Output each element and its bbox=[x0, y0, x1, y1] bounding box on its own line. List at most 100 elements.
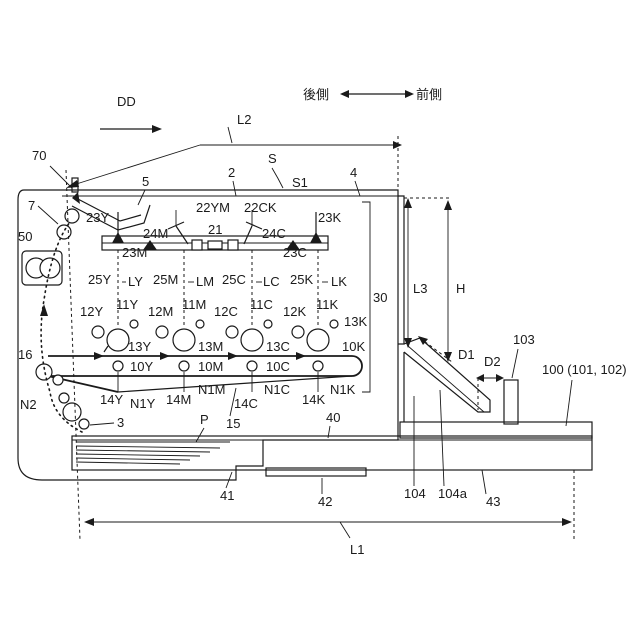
pickup-roller-3 bbox=[79, 419, 89, 429]
label-11y: 11Y bbox=[116, 297, 138, 312]
leader-5 bbox=[138, 190, 145, 205]
paper-cassette-40 bbox=[72, 422, 592, 476]
label-50: 50 bbox=[18, 229, 32, 244]
label-21: 21 bbox=[208, 222, 222, 237]
registration-roller-upper bbox=[36, 364, 52, 380]
l3-dimension bbox=[404, 198, 412, 348]
label-5: 5 bbox=[142, 174, 149, 189]
label-n2: N2 bbox=[20, 397, 37, 412]
exit-roller-upper bbox=[65, 209, 79, 223]
label-30: 30 bbox=[373, 290, 387, 305]
label-40: 40 bbox=[326, 410, 340, 425]
label-24c: 24C bbox=[262, 226, 286, 241]
drum-station-m bbox=[156, 320, 204, 371]
label-lm: LM bbox=[196, 274, 214, 289]
label-10k: 10K bbox=[342, 339, 365, 354]
label-n1y: N1Y bbox=[130, 396, 156, 411]
label-3: 3 bbox=[117, 415, 124, 430]
leader-7 bbox=[38, 206, 58, 224]
rear-front-double-arrow bbox=[340, 90, 414, 98]
label-s: S bbox=[268, 151, 277, 166]
leader-3 bbox=[90, 423, 114, 425]
leader-2 bbox=[233, 181, 236, 196]
label-ly: LY bbox=[128, 274, 143, 289]
label-n1m: N1M bbox=[198, 382, 225, 397]
feed-roller-upper bbox=[59, 393, 69, 403]
label-13y: 13Y bbox=[128, 339, 151, 354]
label-25m: 25M bbox=[153, 272, 178, 287]
leader-s bbox=[272, 168, 283, 188]
dd-direction-arrow bbox=[100, 125, 162, 133]
leader-70 bbox=[50, 166, 72, 188]
label-l1: L1 bbox=[350, 542, 364, 557]
label-42: 42 bbox=[318, 494, 332, 509]
label-4: 4 bbox=[350, 165, 357, 180]
label-11k: 11K bbox=[316, 297, 338, 312]
label-16: 16 bbox=[18, 347, 32, 362]
label-41: 41 bbox=[220, 488, 234, 503]
fuser-roller-b bbox=[40, 258, 60, 278]
label-10m: 10M bbox=[198, 359, 223, 374]
label-25k: 25K bbox=[290, 272, 313, 287]
label-25c: 25C bbox=[222, 272, 246, 287]
label-d2: D2 bbox=[484, 354, 501, 369]
label-12m: 12M bbox=[148, 304, 173, 319]
label-13m: 13M bbox=[198, 339, 223, 354]
label-d1: D1 bbox=[458, 347, 475, 362]
l1-dimension bbox=[84, 518, 572, 538]
label-13c: 13C bbox=[266, 339, 290, 354]
paper-path-arrow-top bbox=[72, 192, 80, 204]
label-22ck: 22CK bbox=[244, 200, 277, 215]
label-2: 2 bbox=[228, 165, 235, 180]
label-10c: 10C bbox=[266, 359, 290, 374]
leader-103 bbox=[512, 349, 518, 378]
label-h: H bbox=[456, 281, 465, 296]
drum-station-k bbox=[292, 320, 338, 371]
label-70: 70 bbox=[32, 148, 46, 163]
h-dimension bbox=[404, 198, 452, 362]
label-l2: L2 bbox=[237, 112, 251, 127]
label-p: P bbox=[200, 412, 209, 427]
label-23c: 23C bbox=[283, 245, 307, 260]
label-24m: 24M bbox=[143, 226, 168, 241]
label-12y: 12Y bbox=[80, 304, 103, 319]
leader-100 bbox=[566, 380, 572, 426]
label-10y: 10Y bbox=[130, 359, 153, 374]
label-23k: 23K bbox=[318, 210, 341, 225]
label-22ym: 22YM bbox=[196, 200, 230, 215]
leader-43 bbox=[482, 470, 486, 494]
paper-path-arrow-mid bbox=[40, 304, 48, 316]
label-11m: 11M bbox=[182, 297, 206, 312]
label-14m: 14M bbox=[166, 392, 191, 407]
label-7: 7 bbox=[28, 198, 35, 213]
front-side-label: 前側 bbox=[416, 87, 442, 103]
leader-4 bbox=[355, 181, 360, 196]
label-43: 43 bbox=[486, 494, 500, 509]
rear-side-label: 後側 bbox=[303, 88, 329, 103]
label-14c: 14C bbox=[234, 396, 258, 411]
label-dd: DD bbox=[117, 94, 136, 109]
label-104a: 104a bbox=[438, 486, 468, 501]
label-n1c: N1C bbox=[264, 382, 290, 397]
label-lk: LK bbox=[331, 274, 347, 289]
label-104: 104 bbox=[404, 486, 426, 501]
label-s1: S1 bbox=[292, 175, 308, 190]
bracket-30 bbox=[362, 202, 370, 392]
label-14k: 14K bbox=[302, 392, 325, 407]
label-23y: 23Y bbox=[86, 210, 109, 225]
label-100: 100 (101, 102) bbox=[542, 362, 627, 377]
label-n1k: N1K bbox=[330, 382, 356, 397]
registration-roller-lower bbox=[53, 375, 63, 385]
label-25y: 25Y bbox=[88, 272, 111, 287]
label-12k: 12K bbox=[283, 304, 306, 319]
label-13k: 13K bbox=[344, 314, 367, 329]
reference-line-left bbox=[66, 170, 80, 540]
label-11c: 11C bbox=[250, 297, 273, 312]
output-tray-5 bbox=[72, 198, 150, 230]
label-l3: L3 bbox=[413, 281, 427, 296]
label-14y: 14Y bbox=[100, 392, 123, 407]
label-lc: LC bbox=[263, 274, 280, 289]
front-cover-104 bbox=[398, 196, 518, 424]
label-23m: 23M bbox=[122, 245, 147, 260]
